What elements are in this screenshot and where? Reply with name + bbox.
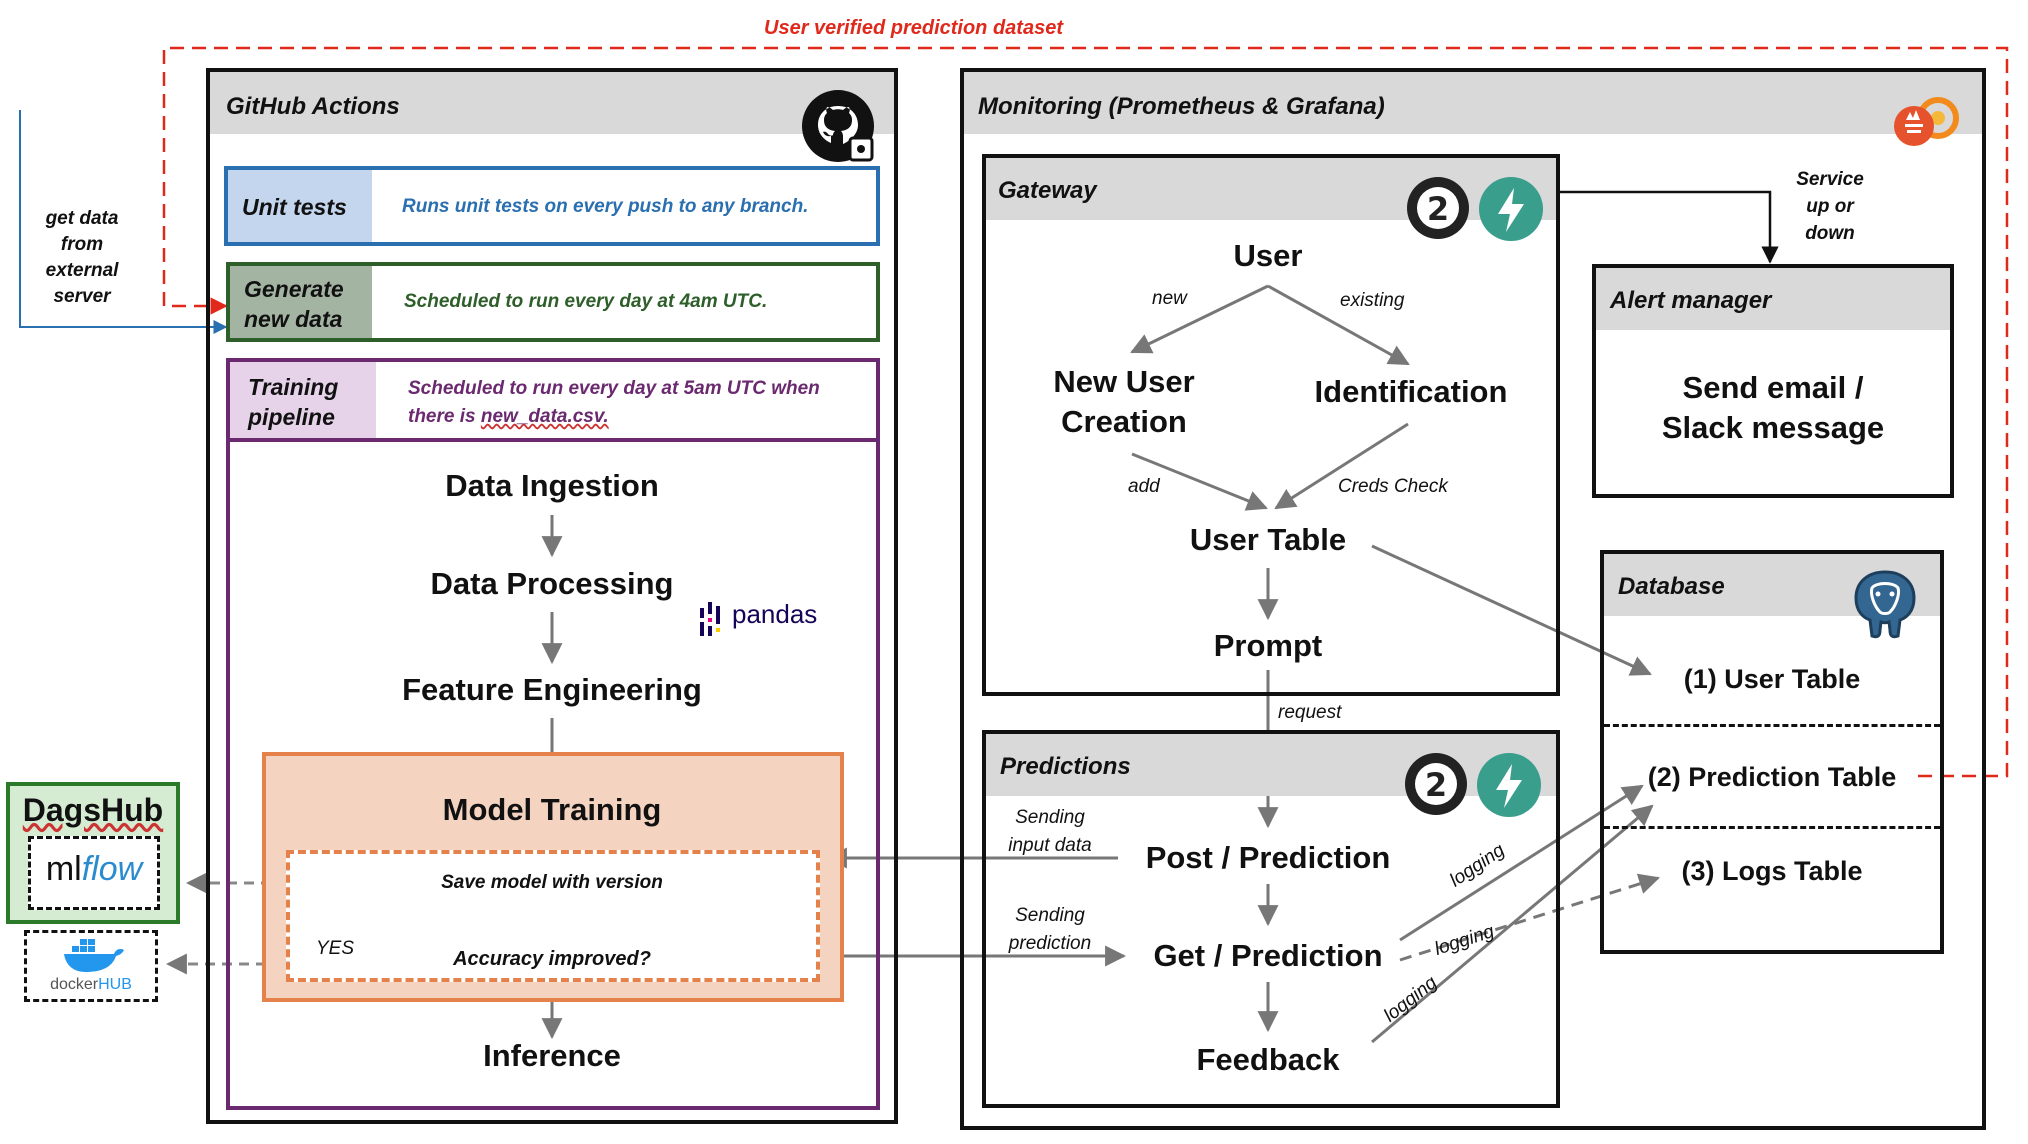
unit-tests-label: Unit tests — [242, 194, 347, 220]
github-icon — [800, 88, 878, 166]
prometheus-grafana-icon — [1892, 94, 1964, 148]
db-logs-table: (3) Logs Table — [1681, 856, 1863, 886]
service-status-label: Service up or down — [1796, 169, 1864, 244]
feedback: Feedback — [1196, 1042, 1340, 1077]
svg-text:2: 2 — [1425, 766, 1447, 804]
post-prediction: Post / Prediction — [1145, 840, 1391, 875]
training-pipeline-label: Training pipeline — [248, 374, 339, 430]
step-inference: Inference — [483, 1038, 621, 1073]
gateway-existing-label: existing — [1340, 290, 1405, 311]
save-model-label: Save model with version — [441, 872, 663, 893]
db-user-table: (1) User Table — [1683, 664, 1861, 694]
oauth2-icon-predictions: 2 — [1404, 752, 1468, 816]
training-pipeline-desc-prefix: there is — [408, 406, 481, 427]
unit-tests-box — [224, 166, 880, 246]
docker-hub-box — [24, 930, 158, 1002]
svg-text:2: 2 — [1427, 190, 1449, 228]
github-actions-title: GitHub Actions — [226, 93, 400, 120]
mlflow-logo-ml: ml — [45, 850, 82, 888]
db-prediction-table: (2) Prediction Table — [1647, 762, 1897, 792]
monitoring-panel — [960, 68, 1986, 1130]
training-pipeline-label-bg — [230, 362, 376, 440]
alert-manager-header — [1596, 268, 1950, 330]
gateway-user: User — [1233, 238, 1303, 273]
dagshub-title: DagsHub — [22, 792, 164, 828]
generate-data-desc: Scheduled to run every day at 4am UTC. — [404, 291, 768, 312]
fastapi-icon — [1478, 176, 1544, 242]
mlflow-box — [28, 836, 160, 910]
training-pipeline-desc-1: Scheduled to run every day at 5am UTC wh… — [408, 378, 820, 399]
monitoring-title: Monitoring (Prometheus & Grafana) — [978, 93, 1385, 120]
sending-input-label: Sending input data — [1008, 807, 1092, 856]
github-actions-header — [210, 72, 894, 134]
mlflow-logo-flow: flow — [81, 850, 143, 888]
docker-hub-label-hub: HUB — [98, 976, 132, 993]
sending-prediction-label: Sending prediction — [1008, 905, 1092, 954]
docker-hub-label-docker: docker — [50, 976, 99, 993]
yes-label: YES — [316, 938, 355, 959]
alert-manager-title: Alert manager — [1610, 287, 1772, 314]
gateway-new-label: new — [1152, 288, 1187, 309]
step-data-processing: Data Processing — [430, 566, 674, 601]
db-divider-1 — [1604, 724, 1940, 727]
mlflow-logo: mlflow — [28, 850, 160, 889]
step-model-training: Model Training — [442, 792, 662, 827]
training-pipeline-desc-2: there is new_data.csv. — [408, 406, 609, 428]
step-feature-engineering: Feature Engineering — [402, 672, 702, 707]
accuracy-improved-label: Accuracy improved? — [453, 948, 651, 970]
oauth2-icon: 2 — [1406, 176, 1470, 240]
gateway-title: Gateway — [998, 177, 1097, 204]
training-pipeline-box — [226, 358, 880, 1110]
step-data-ingestion: Data Ingestion — [445, 468, 659, 503]
gateway-new-user-creation: New User Creation — [1053, 364, 1195, 439]
generate-data-box — [226, 262, 880, 342]
predictions-box — [982, 730, 1560, 1108]
gateway-box — [982, 154, 1560, 696]
unit-tests-label-bg — [228, 170, 372, 242]
pandas-logo-text: pandas — [732, 599, 818, 629]
feedback-loop-line — [162, 46, 2009, 778]
training-pipeline-desc-file: new_data.csv. — [480, 406, 609, 427]
request-label: request — [1278, 702, 1342, 723]
github-actions-panel — [206, 68, 898, 1124]
database-title: Database — [1618, 573, 1725, 600]
external-data-label: get data from external server — [45, 208, 119, 307]
gateway-creds-label: Creds Check — [1338, 476, 1448, 497]
generate-data-label: Generate new data — [244, 276, 344, 332]
predictions-title: Predictions — [1000, 753, 1131, 780]
external-data-line — [19, 110, 228, 334]
gateway-prompt: Prompt — [1213, 628, 1323, 663]
db-divider-2 — [1604, 826, 1940, 829]
gateway-add-label: add — [1128, 476, 1160, 497]
fastapi-icon-predictions — [1476, 752, 1542, 818]
get-prediction: Get / Prediction — [1153, 938, 1383, 973]
pandas-logo-icon — [698, 600, 724, 638]
monitoring-header — [964, 72, 1982, 134]
generate-data-label-bg — [230, 266, 372, 338]
database-box — [1600, 550, 1944, 954]
feedback-loop-label: User verified prediction dataset — [764, 17, 1063, 39]
alert-manager-box — [1592, 264, 1954, 498]
model-versioning-box — [286, 850, 820, 982]
training-pipeline-divider — [230, 438, 876, 442]
docker-hub-label: dockerHUB — [24, 976, 158, 994]
gateway-user-table: User Table — [1189, 522, 1347, 557]
docker-whale-icon — [62, 936, 126, 974]
unit-tests-desc: Runs unit tests on every push to any bra… — [402, 196, 809, 217]
gateway-identification: Identification — [1314, 374, 1508, 409]
postgres-elephant-icon — [1850, 566, 1920, 642]
alert-manager-body: Send email / Slack message — [1661, 370, 1885, 445]
